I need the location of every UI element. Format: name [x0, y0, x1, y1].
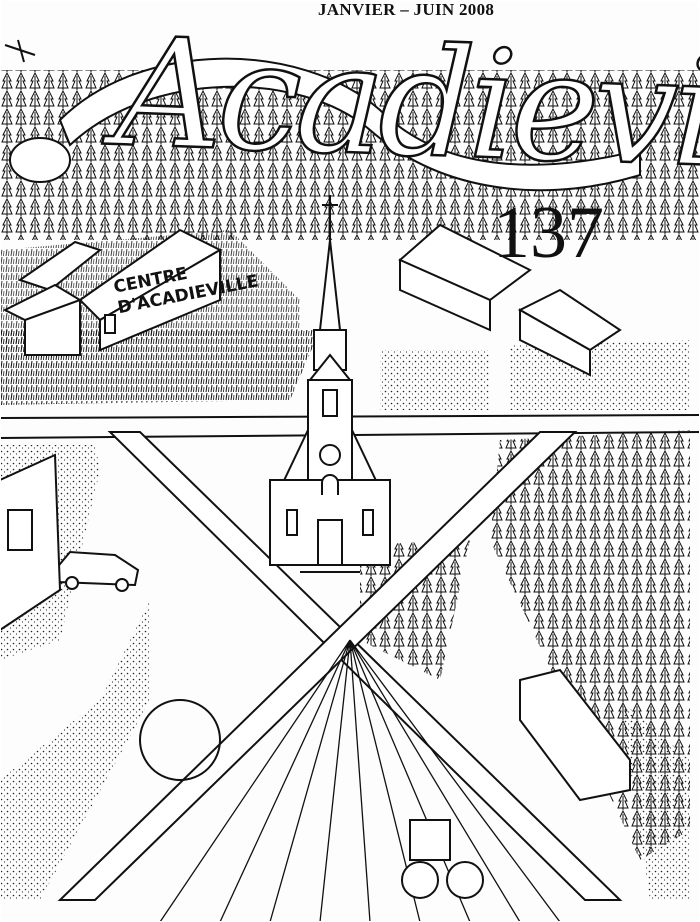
- ribbon-banner: [58, 57, 641, 192]
- car: [53, 550, 140, 592]
- storefront: [0, 453, 62, 632]
- log-truck: [519, 668, 631, 802]
- issue-date: JANVIER – JUIN 2008: [318, 0, 495, 19]
- masthead-title: Acadieville: [111, 5, 700, 208]
- wagon-wheel: [139, 699, 221, 781]
- centre-building: [2, 228, 223, 356]
- ribbon-roll: [9, 137, 71, 183]
- tractor: [401, 819, 484, 899]
- issue-number: 137: [493, 192, 604, 274]
- church: [269, 195, 391, 573]
- airplane-icon: [4, 39, 36, 63]
- school-buildings: [398, 223, 622, 377]
